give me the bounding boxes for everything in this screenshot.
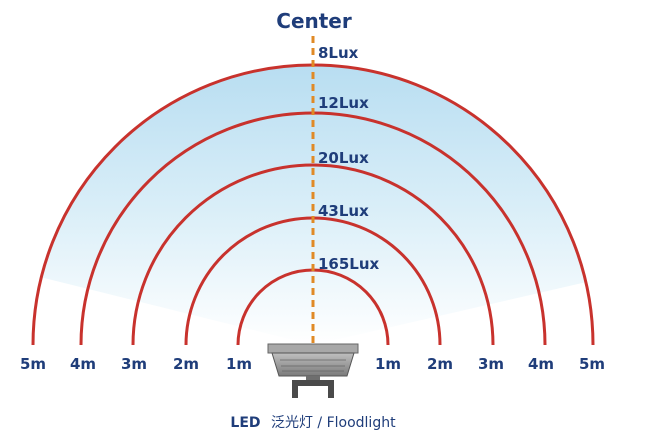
dist-left-1m: 1m bbox=[226, 355, 252, 373]
dist-right-4m: 4m bbox=[528, 355, 554, 373]
dist-left-3m: 3m bbox=[121, 355, 147, 373]
dist-right-5m: 5m bbox=[579, 355, 605, 373]
dist-left-2m: 2m bbox=[173, 355, 199, 373]
dist-right-1m: 1m bbox=[375, 355, 401, 373]
lux-label-8: 8Lux bbox=[318, 44, 359, 62]
caption-floodlight: 泛光灯 / Floodlight bbox=[271, 415, 396, 431]
dist-right-2m: 2m bbox=[427, 355, 453, 373]
dist-left-5m: 5m bbox=[20, 355, 46, 373]
arc-3m bbox=[131, 163, 495, 346]
lux-label-43: 43Lux bbox=[318, 202, 369, 220]
floodlight-lamp-icon bbox=[267, 343, 359, 398]
caption: LED 泛光灯 / Floodlight bbox=[230, 415, 396, 431]
lux-label-165: 165Lux bbox=[318, 255, 380, 273]
dist-left-4m: 4m bbox=[70, 355, 96, 373]
lux-label-20: 20Lux bbox=[318, 149, 369, 167]
lux-label-12: 12Lux bbox=[318, 94, 369, 112]
dist-right-3m: 3m bbox=[478, 355, 504, 373]
caption-led: LED bbox=[230, 415, 260, 431]
center-title: Center bbox=[276, 9, 352, 33]
